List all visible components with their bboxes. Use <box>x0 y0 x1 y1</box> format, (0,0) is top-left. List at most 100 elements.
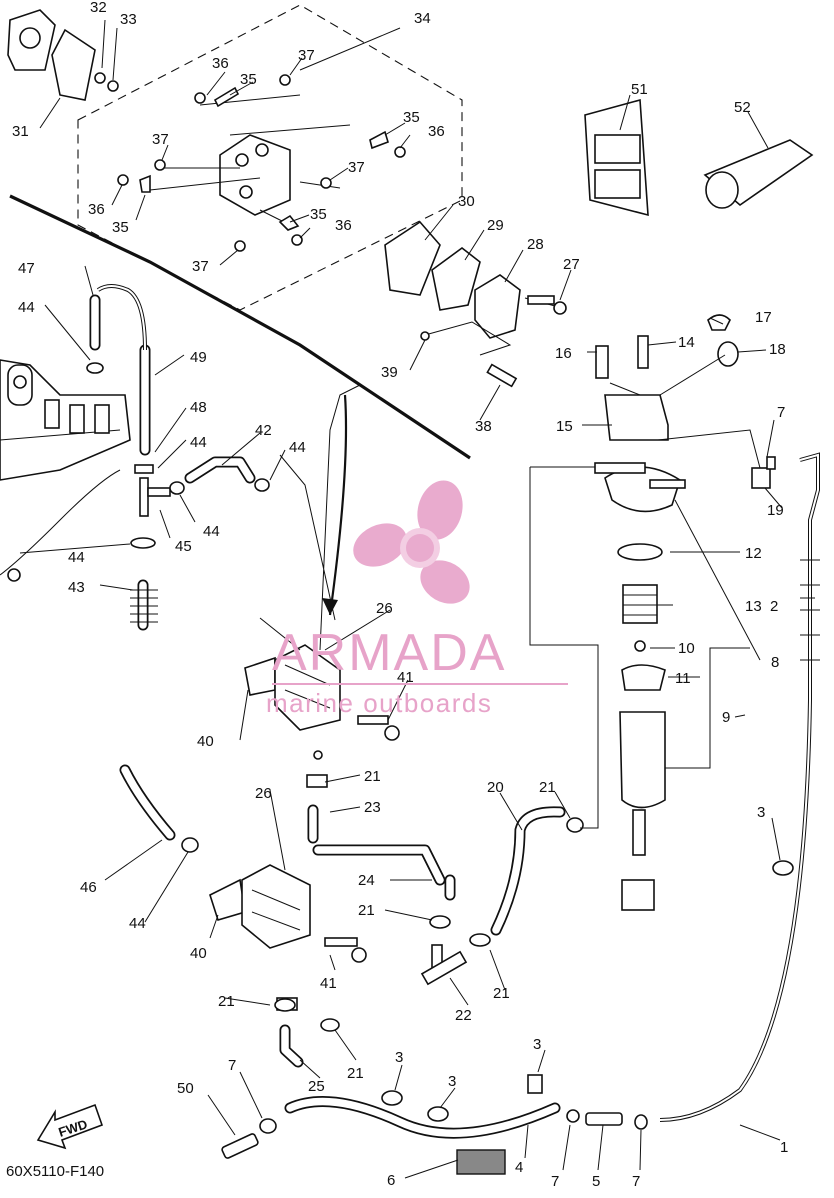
callout-21-d: 21 <box>493 985 510 1002</box>
callout-29: 29 <box>487 217 504 234</box>
diagram-code: 60X5110-F140 <box>6 1163 104 1180</box>
callout-15: 15 <box>556 418 573 435</box>
callout-2: 2 <box>770 598 778 615</box>
callout-36-b: 36 <box>428 123 445 140</box>
callout-36-d: 36 <box>335 217 352 234</box>
fuel-pump-assembly-34 <box>117 74 406 252</box>
fuel-filter-assembly <box>594 314 771 911</box>
callout-22: 22 <box>455 1007 472 1024</box>
callout-37-a: 37 <box>298 47 315 64</box>
callout-1: 1 <box>780 1139 788 1156</box>
callout-19: 19 <box>767 502 784 519</box>
callout-20: 20 <box>487 779 504 796</box>
callout-21-b: 21 <box>539 779 556 796</box>
callout-40-b: 40 <box>190 945 207 962</box>
callout-34: 34 <box>414 10 431 27</box>
callout-51: 51 <box>631 81 648 98</box>
callout-28: 28 <box>527 236 544 253</box>
callout-8: 8 <box>771 654 779 671</box>
callout-5: 5 <box>592 1173 600 1190</box>
callout-35-b: 35 <box>403 109 420 126</box>
callout-3-b: 3 <box>533 1036 541 1053</box>
fuel-pump-26-upper <box>244 644 400 788</box>
callout-44-f: 44 <box>129 915 146 932</box>
gasket-31 <box>7 9 119 101</box>
callout-35-c: 35 <box>112 219 129 236</box>
callout-23: 23 <box>364 799 381 816</box>
callout-9: 9 <box>722 709 730 726</box>
callout-35-d: 35 <box>310 206 327 223</box>
callout-26-b: 26 <box>255 785 272 802</box>
callout-41-a: 41 <box>397 669 414 686</box>
callout-17: 17 <box>755 309 772 326</box>
callout-7-c: 7 <box>551 1173 559 1190</box>
callout-44-e: 44 <box>68 549 85 566</box>
callout-7-b: 7 <box>228 1057 236 1074</box>
callout-36-a: 36 <box>212 55 229 72</box>
callout-49: 49 <box>190 349 207 366</box>
callout-30: 30 <box>458 193 475 210</box>
callout-25: 25 <box>308 1078 325 1095</box>
callout-18: 18 <box>769 341 786 358</box>
callout-7-a: 7 <box>777 404 785 421</box>
callout-44-b: 44 <box>190 434 207 451</box>
callout-10: 10 <box>678 640 695 657</box>
flow-arrowhead <box>322 598 338 615</box>
callout-43: 43 <box>68 579 85 596</box>
fwd-arrow: FWD <box>36 1103 104 1150</box>
callout-labels: 32 33 31 34 37 36 35 35 36 37 37 36 35 3… <box>12 0 788 1190</box>
callout-39: 39 <box>381 364 398 381</box>
callout-46: 46 <box>80 879 97 896</box>
callout-40-a: 40 <box>197 733 214 750</box>
callout-44-a: 44 <box>18 299 35 316</box>
leader-lines <box>19 19 815 1179</box>
callout-48: 48 <box>190 399 207 416</box>
callout-31: 31 <box>12 123 29 140</box>
gasket-set-28-30 <box>384 220 567 388</box>
engine-section-line <box>9 194 471 460</box>
callout-44-d: 44 <box>203 523 220 540</box>
flow-arrow <box>328 394 348 616</box>
watermark-logo <box>353 480 470 604</box>
callout-14: 14 <box>678 334 695 351</box>
watermark-tagline: marine outboards <box>266 688 492 718</box>
callout-13: 13 <box>745 598 762 615</box>
assembly-box-34 <box>77 4 463 311</box>
callout-12: 12 <box>745 545 762 562</box>
callout-7-d: 7 <box>632 1173 640 1190</box>
callout-38: 38 <box>475 418 492 435</box>
callout-35-a: 35 <box>240 71 257 88</box>
callout-3-a: 3 <box>757 804 765 821</box>
callout-37-c: 37 <box>348 159 365 176</box>
callout-21-f: 21 <box>347 1065 364 1082</box>
callout-3-d: 3 <box>448 1073 456 1090</box>
callout-44-c: 44 <box>289 439 306 456</box>
callout-41-b: 41 <box>320 975 337 992</box>
callout-21-c: 21 <box>358 902 375 919</box>
callout-21-a: 21 <box>364 768 381 785</box>
callout-26-a: 26 <box>376 600 393 617</box>
callout-36-c: 36 <box>88 201 105 218</box>
callout-3-c: 3 <box>395 1049 403 1066</box>
sleeve-52 <box>703 139 814 209</box>
callout-4: 4 <box>515 1159 523 1176</box>
callout-27: 27 <box>563 256 580 273</box>
callout-6: 6 <box>387 1172 395 1189</box>
label-tag-51 <box>584 98 649 217</box>
callout-37-b: 37 <box>152 131 169 148</box>
callout-11: 11 <box>675 670 691 687</box>
callout-33: 33 <box>120 11 137 28</box>
watermark-brand: ARMADA <box>272 624 506 682</box>
callout-24: 24 <box>358 872 375 889</box>
callout-32: 32 <box>90 0 107 16</box>
fittings <box>86 362 794 1175</box>
callout-52: 52 <box>734 99 751 116</box>
engine-body <box>0 359 131 582</box>
fuel-hoses <box>89 284 820 1139</box>
callout-50: 50 <box>177 1080 194 1097</box>
fuel-pump-26-lower <box>209 864 367 1011</box>
callout-16: 16 <box>555 345 572 362</box>
callout-45: 45 <box>175 538 192 555</box>
